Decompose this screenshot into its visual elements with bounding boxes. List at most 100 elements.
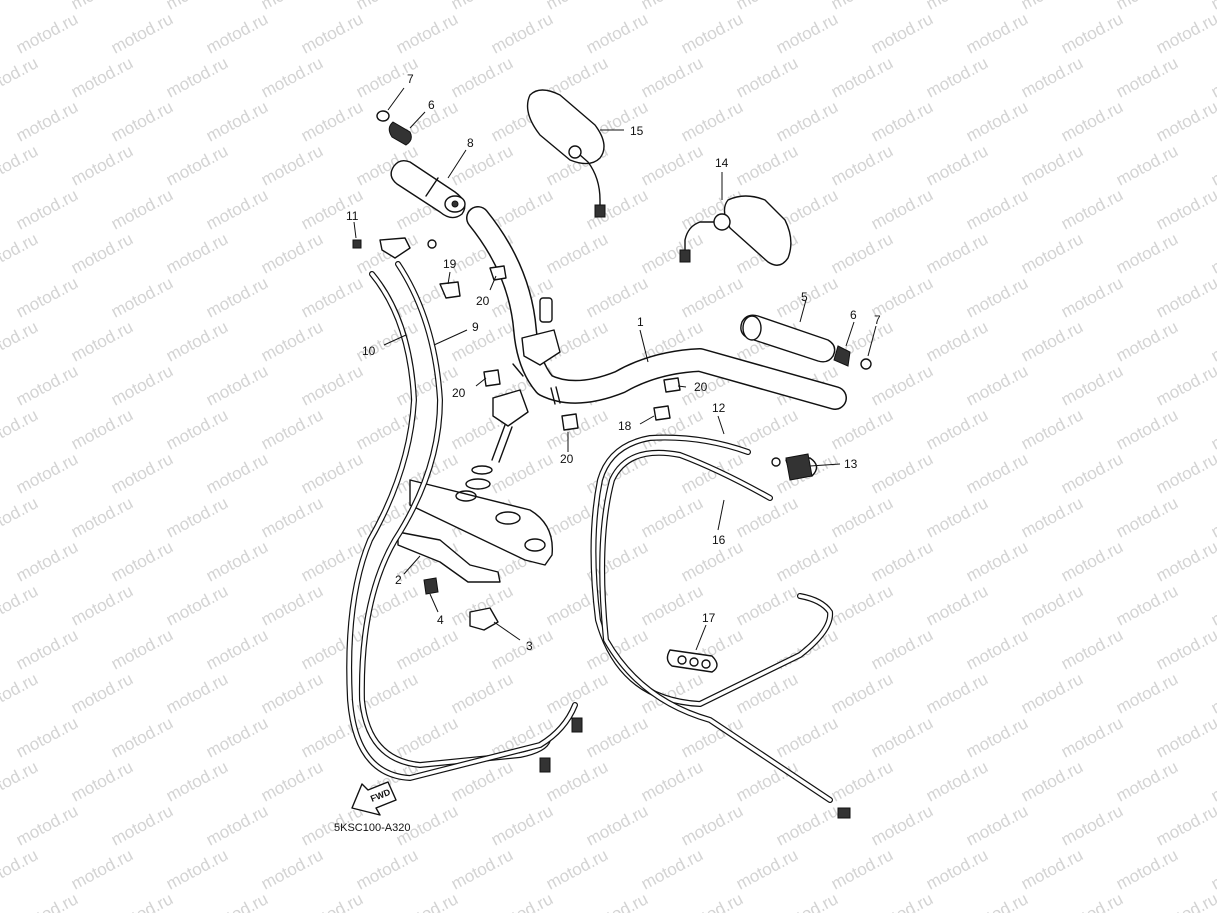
watermark-text: motod.ru	[203, 713, 271, 761]
fwd-arrow: FWD	[351, 781, 397, 816]
watermark-text: motod.ru	[1153, 361, 1217, 409]
watermark-text: motod.ru	[13, 273, 81, 321]
watermark-text: motod.ru	[733, 757, 801, 805]
watermark-text: motod.ru	[638, 0, 706, 14]
watermark-text: motod.ru	[923, 493, 991, 541]
watermark-text: motod.ru	[1153, 625, 1217, 673]
watermark-text: motod.ru	[258, 405, 326, 453]
callout-18: 18	[618, 419, 632, 433]
watermark-text: motod.ru	[638, 229, 706, 277]
leader-lines	[353, 87, 877, 651]
watermark-text: motod.ru	[258, 229, 326, 277]
watermark-text: motod.ru	[203, 185, 271, 233]
watermark-text: motod.ru	[923, 757, 991, 805]
watermark-text: motod.ru	[733, 669, 801, 717]
watermark-text: motod.ru	[1113, 0, 1181, 14]
watermark-text: motod.ru	[773, 97, 841, 145]
watermark-text: motod.ru	[393, 361, 461, 409]
watermark-text: motod.ru	[638, 581, 706, 629]
watermark-text: motod.ru	[1058, 625, 1126, 673]
watermark-text: motod.ru	[1113, 493, 1181, 541]
watermark-text: motod.ru	[258, 0, 326, 14]
watermark-text: motod.ru	[733, 141, 801, 189]
watermark-text: motod.ru	[1018, 757, 1086, 805]
watermark-text: motod.ru	[1058, 97, 1126, 145]
watermark-text: motod.ru	[0, 493, 41, 541]
watermark-text: motod.ru	[1208, 845, 1217, 893]
watermark-text: motod.ru	[1153, 9, 1217, 57]
watermark-text: motod.ru	[298, 625, 366, 673]
watermark-text: motod.ru	[868, 9, 936, 57]
watermark-text: motod.ru	[1113, 669, 1181, 717]
holder-assembly	[465, 297, 561, 490]
watermark-text: motod.ru	[638, 141, 706, 189]
watermark-text: motod.ru	[828, 229, 896, 277]
watermark-text: motod.ru	[1058, 537, 1126, 585]
watermark-text: motod.ru	[1018, 141, 1086, 189]
watermark-text: motod.ru	[733, 53, 801, 101]
watermark-text: motod.ru	[108, 361, 176, 409]
callout-8: 8	[467, 136, 474, 150]
watermark-text: motod.ru	[0, 581, 41, 629]
watermark-text: motod.ru	[1058, 273, 1126, 321]
watermark-text: motod.ru	[868, 449, 936, 497]
watermark-text: motod.ru	[1018, 229, 1086, 277]
watermark-text: motod.ru	[0, 141, 41, 189]
callout-20-c: 20	[694, 380, 708, 394]
watermark-text: motod.ru	[638, 405, 706, 453]
cable-boot	[771, 453, 813, 481]
watermark-text: motod.ru	[203, 449, 271, 497]
watermark-text: motod.ru	[1018, 405, 1086, 453]
watermark-text: motod.ru	[828, 581, 896, 629]
watermark-text: motod.ru	[0, 669, 41, 717]
mirror-left	[526, 89, 606, 218]
cable-guide	[666, 649, 718, 673]
watermark-text: motod.ru	[1208, 493, 1217, 541]
watermark-text: motod.ru	[733, 405, 801, 453]
watermark-text: motod.ru	[963, 537, 1031, 585]
watermark-text: motod.ru	[1153, 97, 1217, 145]
watermark-text: motod.ru	[488, 801, 556, 849]
watermark-text: motod.ru	[923, 141, 991, 189]
watermark-text: motod.ru	[923, 581, 991, 629]
watermark-text: motod.ru	[1113, 317, 1181, 365]
watermark-text: motod.ru	[68, 0, 136, 14]
callout-10: 10	[362, 344, 376, 358]
watermark-text: motod.ru	[0, 229, 41, 277]
watermark-text: motod.ru	[203, 889, 271, 913]
watermark-text: motod.ru	[258, 53, 326, 101]
watermark-text: motod.ru	[638, 53, 706, 101]
watermark-text: motod.ru	[543, 845, 611, 893]
watermark-text: motod.ru	[1018, 0, 1086, 14]
watermark-text: motod.ru	[963, 9, 1031, 57]
watermark-text: motod.ru	[678, 801, 746, 849]
watermark-text: motod.ru	[393, 9, 461, 57]
watermark-text: motod.ru	[1208, 53, 1217, 101]
callout-11: 11	[346, 209, 359, 223]
watermark-text: motod.ru	[1018, 53, 1086, 101]
watermark-text: motod.ru	[1113, 757, 1181, 805]
callout-14: 14	[715, 156, 729, 170]
watermark-text: motod.ru	[203, 273, 271, 321]
watermark-text: motod.ru	[68, 53, 136, 101]
watermark-text: motod.ru	[108, 9, 176, 57]
watermark-text: motod.ru	[1153, 801, 1217, 849]
watermark-text: motod.ru	[163, 757, 231, 805]
callout-6-left: 6	[428, 98, 435, 112]
watermark-text: motod.ru	[828, 141, 896, 189]
watermark-text: motod.ru	[1208, 229, 1217, 277]
watermark-text: motod.ru	[733, 581, 801, 629]
watermark-text: motod.ru	[448, 53, 516, 101]
watermark-text: motod.ru	[773, 713, 841, 761]
callout-4: 4	[437, 613, 444, 627]
watermark-text: motod.ru	[13, 625, 81, 673]
watermark-text: motod.ru	[203, 537, 271, 585]
watermark-text: motod.ru	[448, 317, 516, 365]
watermark-text: motod.ru	[1058, 361, 1126, 409]
watermark-text: motod.ru	[828, 0, 896, 14]
watermark-text: motod.ru	[258, 845, 326, 893]
callout-17: 17	[702, 611, 716, 625]
watermark-text: motod.ru	[923, 845, 991, 893]
watermark-text: motod.ru	[68, 405, 136, 453]
